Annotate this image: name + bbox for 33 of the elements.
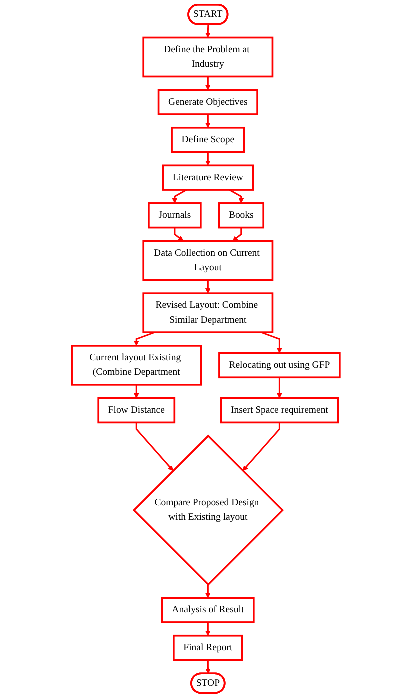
node-box: Literature Review bbox=[162, 164, 254, 191]
arrow bbox=[205, 584, 211, 598]
arrow bbox=[205, 280, 211, 294]
arrow bbox=[229, 189, 244, 204]
node-box: Revised Layout: Combine Similar Department bbox=[142, 292, 274, 334]
arrow bbox=[261, 332, 282, 354]
arrow bbox=[174, 228, 184, 242]
node-box: Current layout Existing (Combine Department bbox=[71, 345, 202, 386]
arrow bbox=[205, 24, 211, 38]
node-box: Define the Problem at Industry bbox=[142, 36, 274, 78]
node-box: Final Report bbox=[173, 634, 244, 662]
node-box: Relocating out using GFP bbox=[218, 352, 341, 379]
arrow bbox=[205, 114, 211, 128]
arrow bbox=[242, 422, 280, 472]
arrow bbox=[136, 422, 174, 472]
arrow bbox=[277, 378, 282, 399]
node-box: Analysis of Result bbox=[162, 597, 255, 624]
node-box: Generate Objectives bbox=[158, 89, 258, 116]
node-box: Journals bbox=[148, 202, 202, 229]
arrow bbox=[134, 384, 140, 399]
arrow bbox=[205, 152, 211, 166]
arrow bbox=[205, 622, 211, 636]
arrow bbox=[134, 332, 156, 346]
node-diamond: Compare Proposed Design with Existing layout bbox=[132, 434, 284, 586]
arrow bbox=[172, 189, 188, 204]
node-box: Define Scope bbox=[171, 127, 246, 154]
node-box: Flow Distance bbox=[98, 397, 176, 424]
node-box: Data Collection on Current Layout bbox=[142, 240, 274, 282]
arrow bbox=[232, 228, 242, 242]
arrow bbox=[206, 660, 211, 674]
arrow bbox=[205, 76, 211, 90]
node-box: Insert Space requirement bbox=[220, 397, 340, 424]
node-box: Books bbox=[218, 202, 265, 229]
